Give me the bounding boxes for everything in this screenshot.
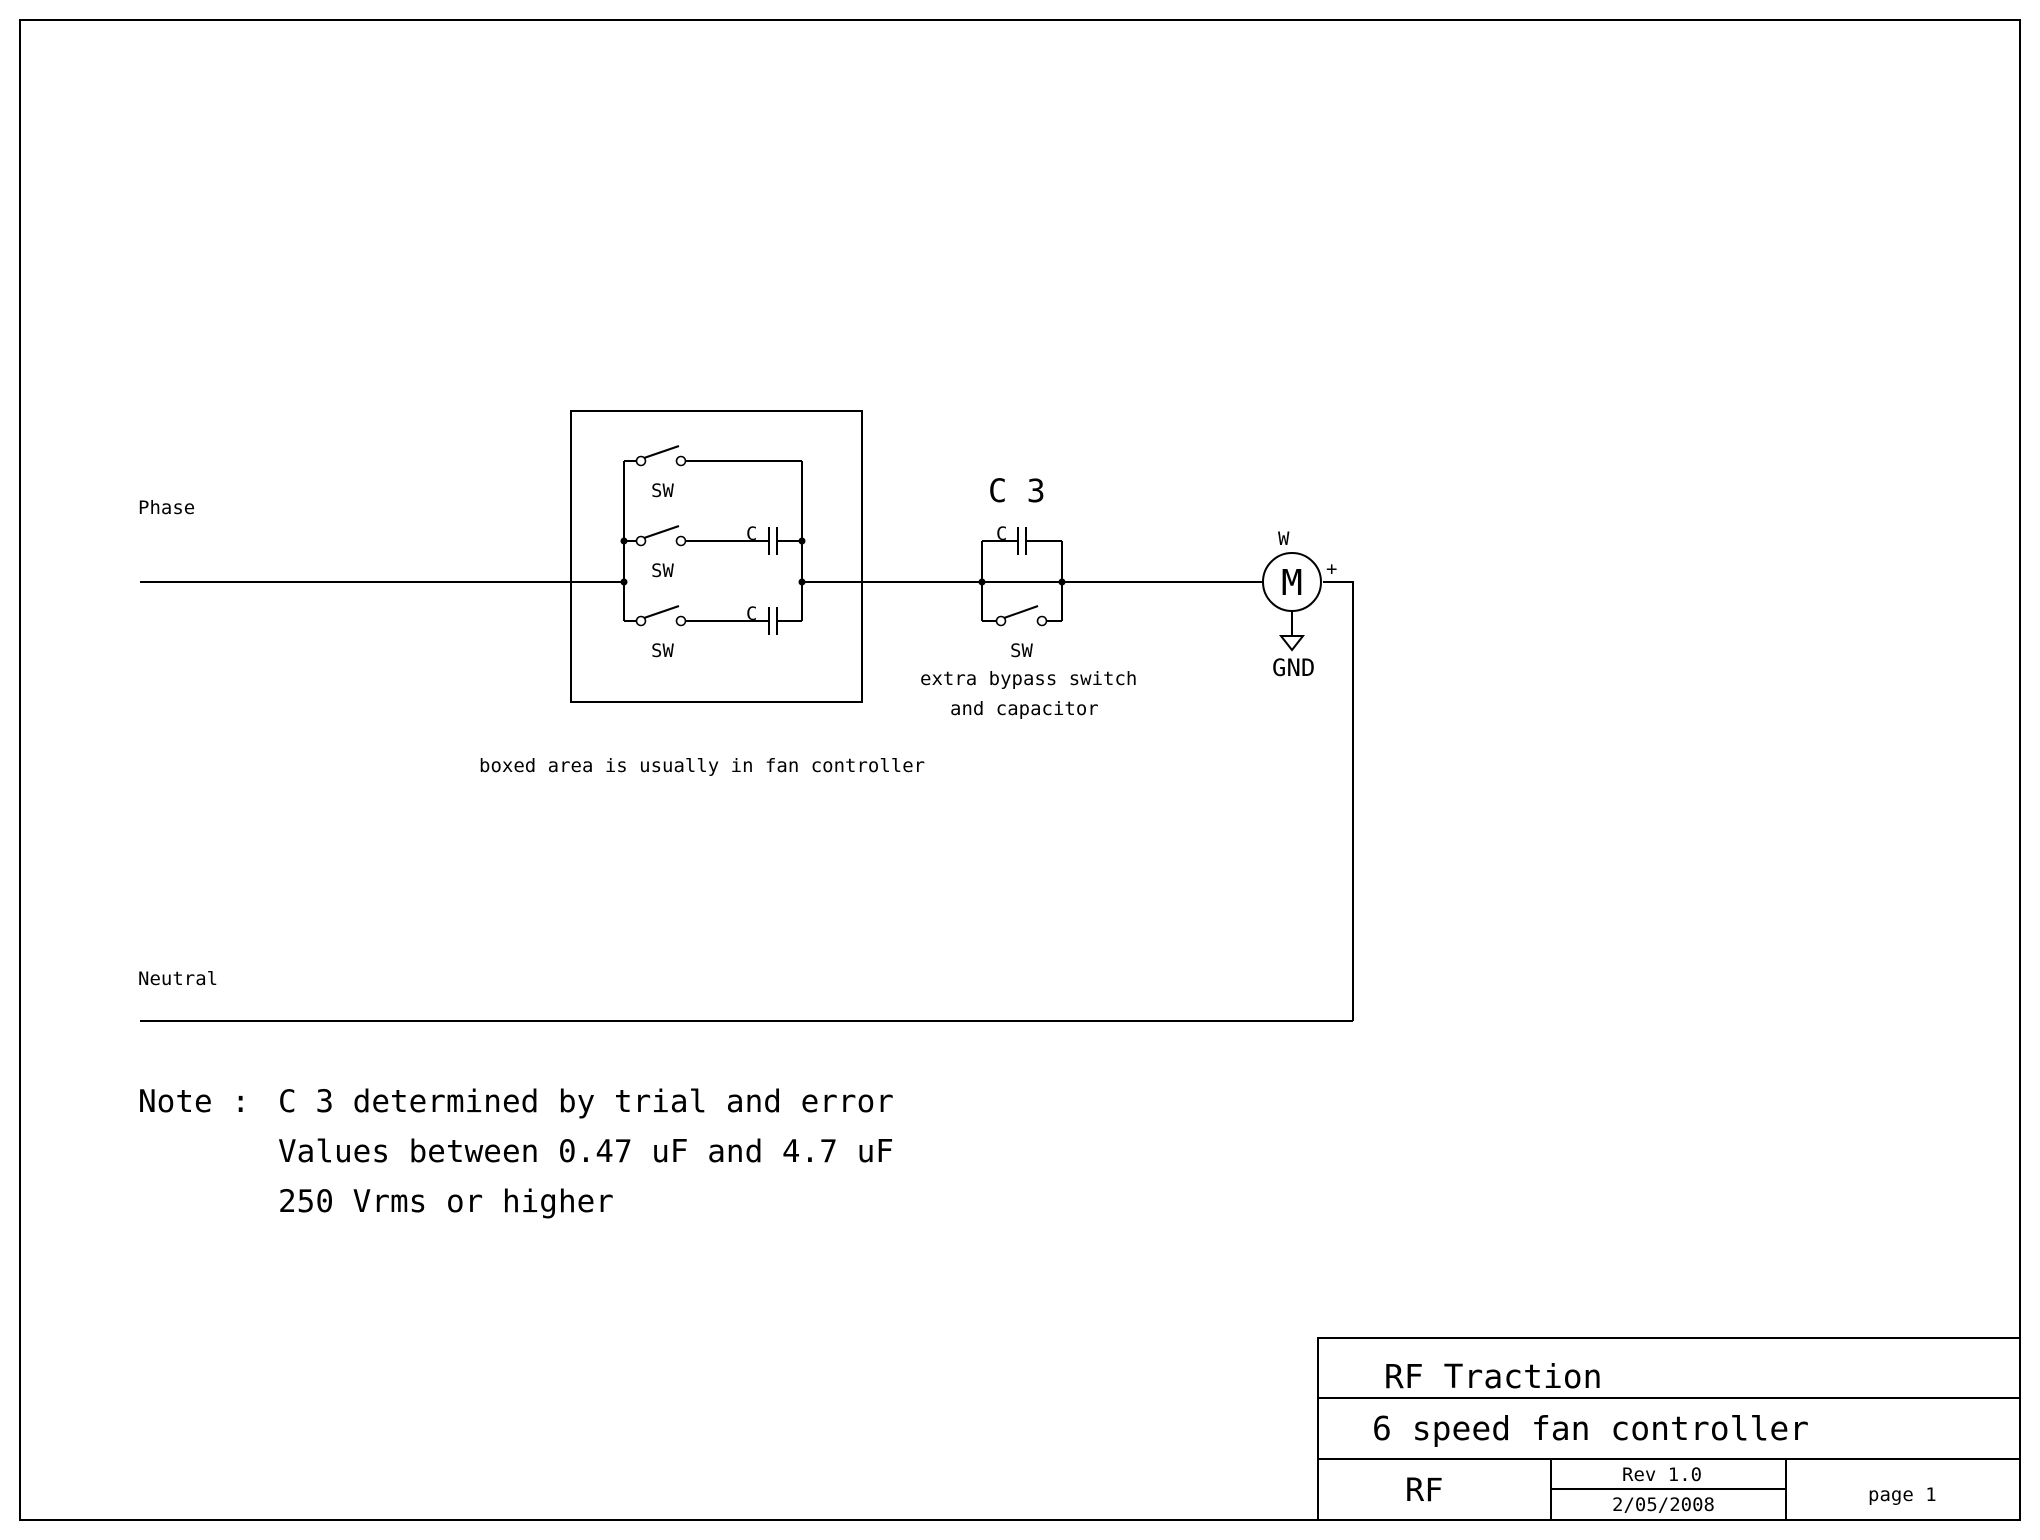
switch-3-label: SW bbox=[651, 640, 674, 662]
capacitor-c3-label: C bbox=[996, 523, 1007, 545]
note-line1: C 3 determined by trial and error bbox=[278, 1084, 894, 1120]
switch-3: SW bbox=[624, 605, 769, 662]
title-block: RF Traction 6 speed fan controller RF Re… bbox=[1317, 1337, 2021, 1521]
junction-dot bbox=[798, 537, 806, 545]
capacitor-2-label: C bbox=[746, 603, 757, 625]
motor: W M + bbox=[1262, 528, 1337, 612]
capacitor-1-label: C bbox=[746, 523, 757, 545]
note-prefix: Note : bbox=[138, 1084, 250, 1120]
title-block-page: page 1 bbox=[1868, 1484, 1937, 1506]
motor-return-wire bbox=[1323, 581, 1354, 1021]
title-block-drawn-by: RF bbox=[1405, 1471, 1444, 1509]
junction-dot bbox=[978, 578, 986, 586]
ground-icon bbox=[1278, 611, 1306, 652]
phase-net-label: Phase bbox=[138, 497, 195, 519]
junction-dot bbox=[620, 578, 628, 586]
capacitor-2: C bbox=[746, 603, 802, 635]
note-line2: Values between 0.47 uF and 4.7 uF bbox=[278, 1134, 894, 1170]
motor-label: W bbox=[1278, 528, 1290, 550]
bypass-switch: SW bbox=[982, 605, 1062, 662]
neutral-net-label: Neutral bbox=[138, 968, 218, 990]
junction-dot bbox=[798, 578, 806, 586]
junction-dot bbox=[620, 537, 628, 545]
switch-1-label: SW bbox=[651, 480, 674, 502]
fan-controller-box bbox=[570, 410, 863, 703]
c3-label: C 3 bbox=[988, 472, 1046, 510]
title-block-revision: Rev 1.0 bbox=[1622, 1464, 1702, 1486]
junction-dot bbox=[1058, 578, 1066, 586]
title-block-company: RF Traction bbox=[1384, 1357, 1603, 1396]
switch-2-label: SW bbox=[651, 560, 674, 582]
capacitor-1: C bbox=[746, 523, 802, 555]
capacitor-c3: C bbox=[982, 523, 1062, 555]
bypass-note-line1: extra bypass switch bbox=[920, 668, 1137, 690]
bypass-note-line2: and capacitor bbox=[950, 698, 1099, 720]
motor-plus-label: + bbox=[1326, 558, 1337, 580]
title-block-date: 2/05/2008 bbox=[1612, 1494, 1715, 1516]
ground-label: GND bbox=[1272, 654, 1315, 682]
note-line3: 250 Vrms or higher bbox=[278, 1184, 614, 1220]
switch-1: SW bbox=[624, 445, 802, 502]
boxed-area-caption: boxed area is usually in fan controller bbox=[479, 755, 925, 777]
title-block-title: 6 speed fan controller bbox=[1372, 1409, 1809, 1448]
bypass-switch-label: SW bbox=[1010, 640, 1033, 662]
motor-symbol: M bbox=[1281, 563, 1303, 604]
sheet-border bbox=[19, 19, 2021, 1521]
